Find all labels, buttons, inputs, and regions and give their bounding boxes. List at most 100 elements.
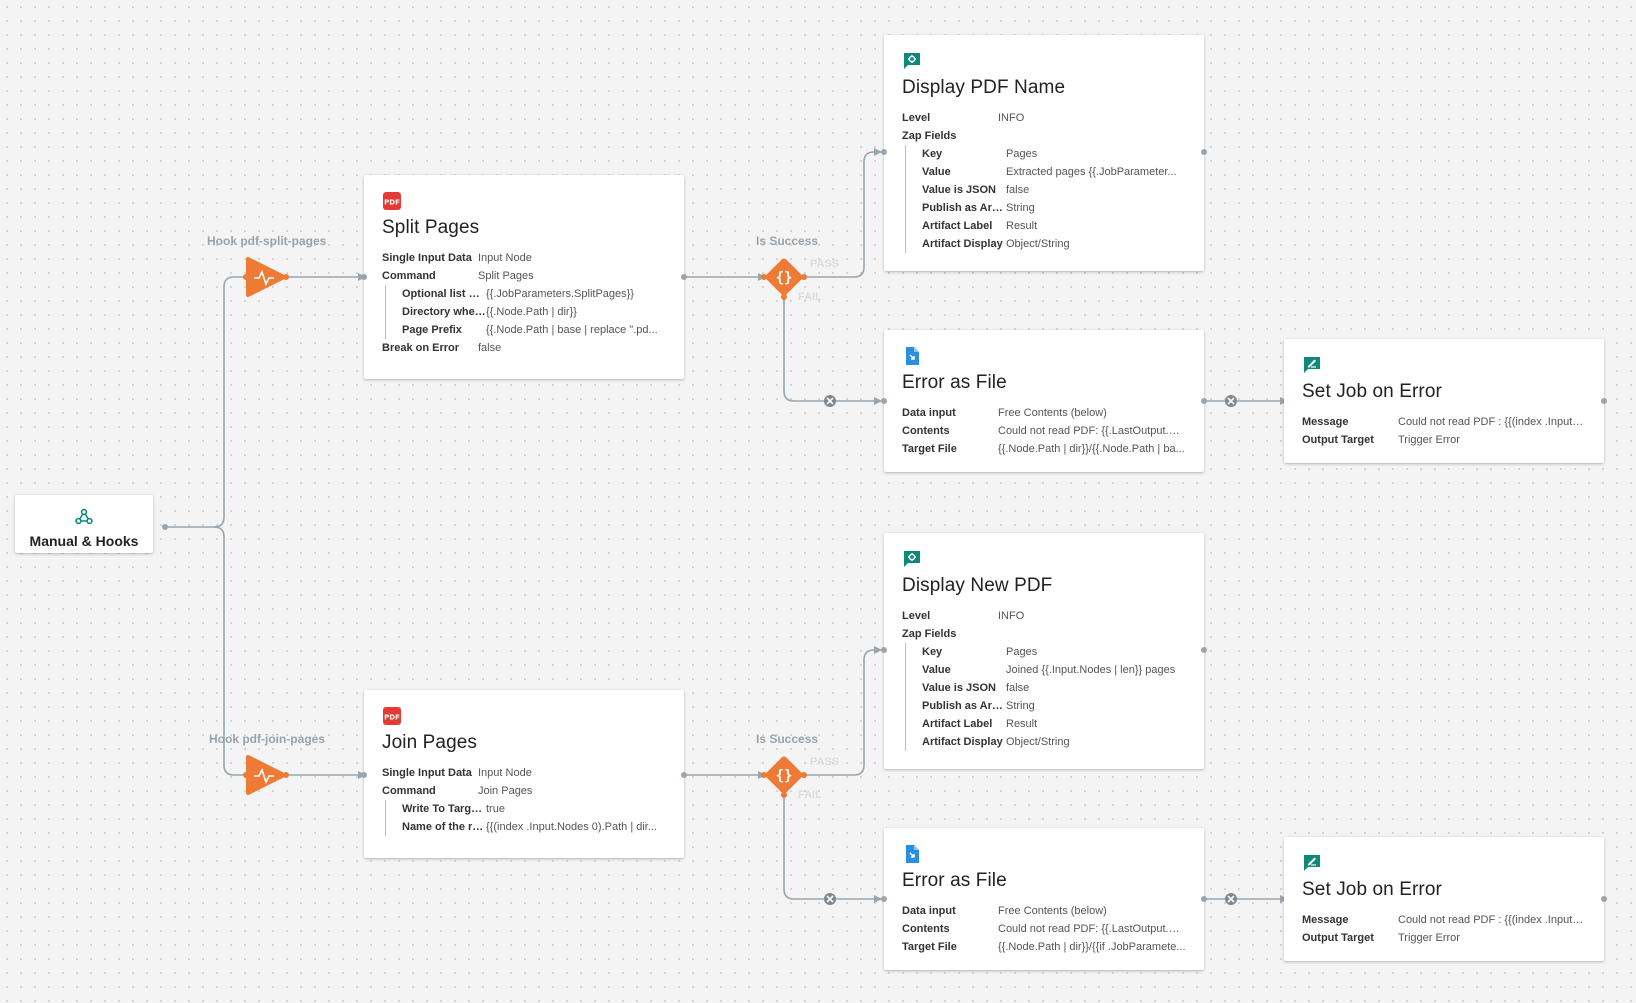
hook-split-icon — [243, 257, 289, 297]
input-port[interactable] — [361, 274, 367, 280]
file-write-icon — [906, 845, 919, 863]
param-row: Name of the re...{{(index .Input.Nodes 0… — [402, 818, 666, 836]
param-value: {{.JobParameters.SplitPages}} — [486, 288, 634, 300]
param-key: Value — [922, 166, 951, 178]
param-key: Command — [382, 785, 436, 797]
node-title: Error as File — [902, 870, 1007, 891]
input-port[interactable] — [361, 772, 367, 778]
param-key: Output Target — [1302, 434, 1374, 446]
param-value: Could not read PDF : {{(index .Input.O..… — [1398, 914, 1586, 926]
pass-label: PASS — [810, 756, 840, 768]
param-value: {{.Node.Path | dir}}/{{.Node.Path | ba..… — [998, 443, 1185, 455]
param-key: Contents — [902, 923, 950, 935]
output-port[interactable] — [1201, 398, 1207, 404]
param-value: Trigger Error — [1398, 932, 1460, 944]
param-key: Level — [902, 610, 931, 622]
trigger-output-port[interactable] — [162, 524, 168, 530]
svg-text:PDF: PDF — [384, 199, 400, 207]
param-row: Zap Fields — [902, 625, 1186, 643]
param-value: Result — [1006, 718, 1038, 730]
output-port[interactable] — [1201, 896, 1207, 902]
param-key: Value is JSON — [922, 184, 996, 196]
log-message-icon — [904, 551, 920, 567]
output-port[interactable] — [1601, 398, 1607, 404]
param-key: Optional list of ... — [402, 288, 486, 300]
hook-join-icon — [243, 755, 289, 795]
output-port[interactable] — [1201, 647, 1207, 653]
trigger-label: Manual & Hooks — [29, 533, 139, 549]
file-write-icon — [906, 347, 919, 365]
pdf-icon: PDF — [383, 707, 401, 725]
param-key: Value is JSON — [922, 682, 996, 694]
node-title: Display New PDF — [902, 575, 1053, 596]
param-value: Could not read PDF: {{.LastOutput.Err... — [998, 923, 1186, 935]
param-key: Key — [922, 148, 943, 160]
param-key: Value — [922, 664, 951, 676]
node-title: Join Pages — [382, 732, 478, 753]
webhook-icon — [75, 508, 93, 525]
param-value: String — [1006, 700, 1035, 712]
param-key: Directory wher... — [402, 306, 486, 318]
param-key: Zap Fields — [902, 130, 957, 142]
output-port[interactable] — [1601, 896, 1607, 902]
param-key: Publish as Artif... — [922, 700, 1006, 712]
param-row: Value is JSON false — [922, 181, 1186, 199]
param-key: Level — [902, 112, 931, 124]
param-key: Artifact Label — [922, 220, 993, 232]
input-port[interactable] — [881, 398, 887, 404]
param-key: Target File — [902, 941, 957, 953]
param-value: false — [1006, 184, 1030, 196]
param-row: Publish as Artif...String — [922, 697, 1186, 715]
param-value: Pages — [1006, 646, 1038, 658]
trigger-node[interactable]: Manual & Hooks — [15, 495, 153, 553]
input-port[interactable] — [881, 647, 887, 653]
output-port[interactable] — [1201, 149, 1207, 155]
node-title: Display PDF Name — [902, 77, 1066, 98]
param-value: Pages — [1006, 148, 1038, 160]
param-value: {{(index .Input.Nodes 0).Path | dir... — [486, 821, 658, 833]
node-title: Set Job on Error — [1302, 381, 1442, 402]
param-key: Output Target — [1302, 932, 1374, 944]
output-port[interactable] — [681, 274, 687, 280]
input-port[interactable] — [881, 896, 887, 902]
output-port[interactable] — [681, 772, 687, 778]
param-value: Object/String — [1006, 736, 1070, 748]
input-port[interactable] — [881, 149, 887, 155]
node-title: Error as File — [902, 372, 1007, 393]
condition-top-label: Is Success — [756, 234, 819, 248]
param-key: Page Prefix — [402, 324, 462, 336]
param-key: Data input — [902, 905, 956, 917]
param-key: Target File — [902, 443, 957, 455]
param-value: Input Node — [478, 767, 532, 779]
fail-label: FAIL — [798, 291, 822, 303]
param-row: Optional list of ...{{.JobParameters.Spl… — [402, 285, 666, 303]
hook-split-label: Hook pdf-split-pages — [207, 234, 327, 248]
node-title: Split Pages — [382, 217, 480, 238]
param-value: INFO — [998, 610, 1025, 622]
